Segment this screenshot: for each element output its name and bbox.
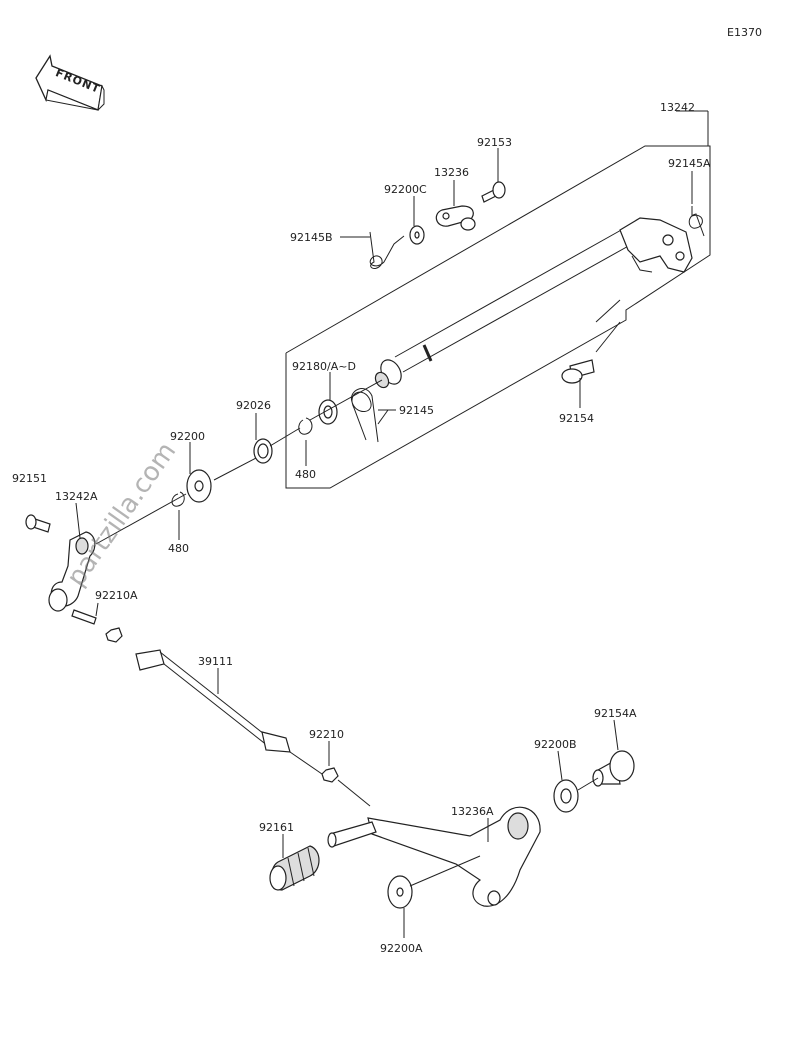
callout-92161: 92161 [259,821,294,834]
shift-lever-13242A [48,531,96,612]
bolt-92153 [481,181,506,203]
pivot-bolt-92154A [592,750,635,787]
assembly-outline [285,145,711,489]
spring-92145A [688,206,705,237]
washer-92200A [387,875,413,909]
washer-92200C [409,225,425,245]
assembly-lines [95,299,621,887]
washer-92200B [553,779,579,813]
callout-92154: 92154 [559,412,594,425]
callout-92151: 92151 [12,472,47,485]
callout-39111: 39111 [198,655,233,668]
callout-92210A: 92210A [95,589,138,602]
shift-shaft [374,217,693,389]
callout-92200A: 92200A [380,942,423,955]
leader-lines [75,110,709,938]
spring-92145B [369,231,405,269]
callout-92180: 92180/A~D [292,360,356,373]
watermark: partzilla.com [61,437,182,592]
nut-92210A [105,627,123,643]
circlip-480-lower [171,491,185,507]
callout-92153: 92153 [477,136,512,149]
tie-rod-39111 [135,649,291,753]
callout-92026: 92026 [236,399,271,412]
front-arrow-icon: FRONT [35,54,105,111]
nut-92210 [321,767,339,783]
callout-92154A: 92154A [594,707,637,720]
circlip-480-upper [298,417,313,435]
callout-13236A: 13236A [451,805,494,818]
callout-480-lower: 480 [168,542,189,555]
bolt-92151 [25,514,51,533]
shift-pedal-13236A [327,806,541,907]
plate-13236 [435,205,476,231]
callout-92210: 92210 [309,728,344,741]
bolt-92210A-stud [71,609,97,625]
spring-92145 [350,388,379,443]
washer-92026 [253,438,273,464]
diagram-code: E1370 [727,26,762,39]
callout-92145: 92145 [399,404,434,417]
callout-92145B: 92145B [290,231,333,244]
collar-92180 [318,399,338,425]
callout-13242A: 13242A [55,490,98,503]
callout-92145A: 92145A [668,157,711,170]
callout-13236: 13236 [434,166,469,179]
callout-92200C: 92200C [384,183,427,196]
callout-92200B: 92200B [534,738,577,751]
callout-92200: 92200 [170,430,205,443]
callout-480-upper: 480 [295,468,316,481]
callout-labels: 13242 92153 13236 92145A 92200C 92145B 9… [12,101,711,955]
bolt-92154 [561,359,595,384]
pedal-rubber-92161 [269,845,320,891]
callout-13242: 13242 [660,101,695,114]
washer-92200 [186,469,212,503]
